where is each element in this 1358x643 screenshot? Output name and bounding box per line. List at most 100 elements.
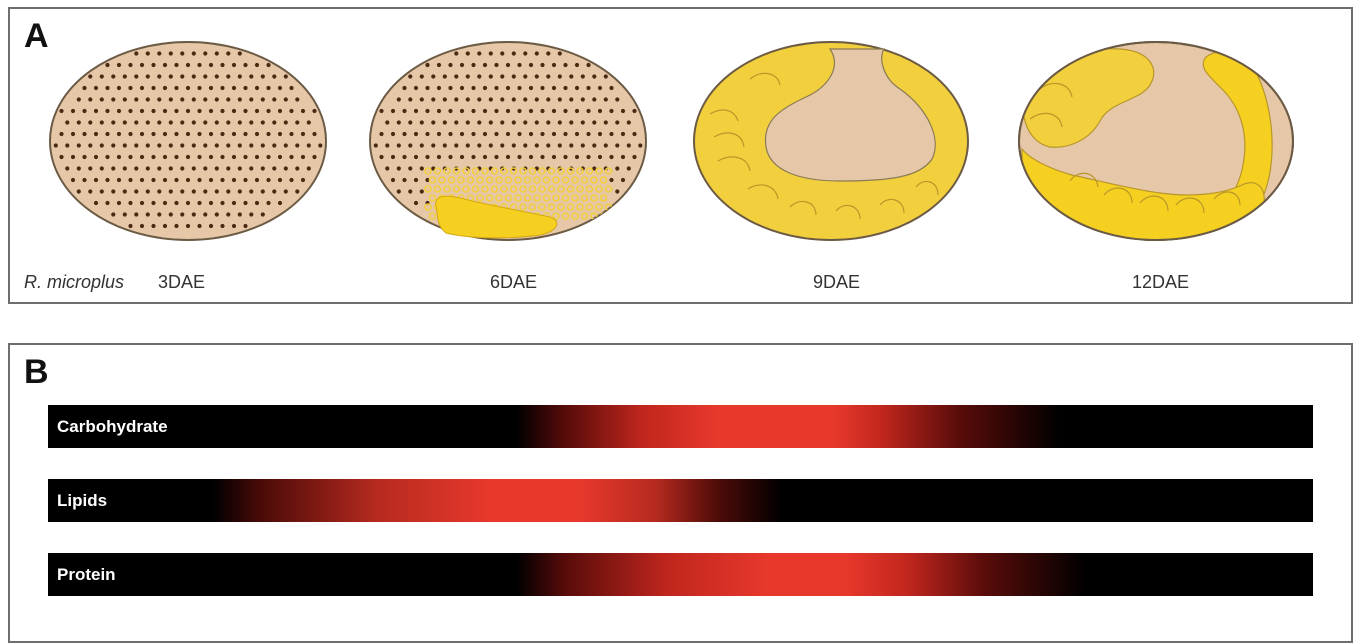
yolk-dot bbox=[88, 189, 92, 193]
yolk-dot bbox=[598, 155, 602, 159]
yolk-dot bbox=[255, 63, 259, 67]
yolk-dot bbox=[209, 178, 213, 182]
yolk-dot bbox=[123, 143, 127, 147]
yolk-dot bbox=[517, 155, 521, 159]
yolk-dot bbox=[266, 86, 270, 90]
yolk-dot bbox=[483, 132, 487, 136]
yolk-dot bbox=[71, 178, 75, 182]
yolk-dot bbox=[192, 74, 196, 78]
yolk-dot bbox=[140, 224, 144, 228]
yolk-dot bbox=[494, 132, 498, 136]
yolk-dot bbox=[140, 86, 144, 90]
yolk-dot bbox=[71, 155, 75, 159]
yolk-dot bbox=[402, 155, 406, 159]
yolk-dot bbox=[402, 178, 406, 182]
yolk-dot bbox=[203, 143, 207, 147]
yolk-dot bbox=[186, 86, 190, 90]
yolk-dot bbox=[209, 63, 213, 67]
yolk-dot bbox=[408, 189, 412, 193]
yolk-dot bbox=[94, 178, 98, 182]
yolk-dot bbox=[529, 63, 533, 67]
yolk-dot bbox=[523, 51, 527, 55]
yolk-dot bbox=[604, 120, 608, 124]
yolk-dot bbox=[192, 143, 196, 147]
yolk-dot bbox=[255, 86, 259, 90]
yolk-dot bbox=[226, 51, 230, 55]
yolk-dot bbox=[632, 132, 636, 136]
yolk-dot bbox=[220, 224, 224, 228]
yolk-dot bbox=[483, 155, 487, 159]
yolk-dot bbox=[402, 86, 406, 90]
yolk-dot bbox=[307, 166, 311, 170]
yolk-dot bbox=[431, 143, 435, 147]
yolk-dot bbox=[408, 143, 412, 147]
yolk-dot bbox=[128, 178, 132, 182]
yolk-dot bbox=[598, 86, 602, 90]
yolk-dot bbox=[454, 74, 458, 78]
yolk-dot bbox=[238, 166, 242, 170]
yolk-dot bbox=[71, 132, 75, 136]
yolk-dot bbox=[289, 155, 293, 159]
yolk-dot bbox=[65, 143, 69, 147]
yolk-dot bbox=[197, 201, 201, 205]
yolk-dot bbox=[157, 212, 161, 216]
yolk-dot bbox=[163, 132, 167, 136]
yolk-dot bbox=[466, 74, 470, 78]
yolk-dot bbox=[151, 132, 155, 136]
yolk-dot bbox=[123, 97, 127, 101]
yolk-dot bbox=[414, 132, 418, 136]
yolk-dot bbox=[203, 51, 207, 55]
yolk-dot bbox=[94, 109, 98, 113]
yolk-dot bbox=[615, 143, 619, 147]
yolk-dot bbox=[494, 86, 498, 90]
yolk-dot bbox=[105, 63, 109, 67]
yolk-dot bbox=[174, 109, 178, 113]
yolk-dot bbox=[192, 166, 196, 170]
yolk-dot bbox=[391, 155, 395, 159]
yolk-dot bbox=[100, 74, 104, 78]
yolk-dot bbox=[266, 178, 270, 182]
yolk-dot bbox=[437, 109, 441, 113]
yolk-dot bbox=[420, 74, 424, 78]
yolk-dot bbox=[215, 97, 219, 101]
yolk-dot bbox=[140, 155, 144, 159]
yolk-dot bbox=[180, 120, 184, 124]
yolk-dot bbox=[123, 166, 127, 170]
yolk-dot bbox=[197, 86, 201, 90]
yolk-dot bbox=[575, 132, 579, 136]
yolk-dot bbox=[238, 143, 242, 147]
yolk-dot bbox=[82, 155, 86, 159]
yolk-dot bbox=[500, 120, 504, 124]
yolk-dot bbox=[203, 120, 207, 124]
yolk-dot bbox=[558, 51, 562, 55]
yolk-dot bbox=[575, 109, 579, 113]
yolk-dot bbox=[529, 86, 533, 90]
yolk-dot bbox=[128, 132, 132, 136]
yolk-dot bbox=[266, 155, 270, 159]
yolk-dot bbox=[500, 51, 504, 55]
stage-label-9dae: 9DAE bbox=[813, 272, 860, 293]
yolk-dot bbox=[140, 178, 144, 182]
yolk-dot bbox=[111, 143, 115, 147]
yolk-dot bbox=[255, 132, 259, 136]
yolk-dot bbox=[289, 132, 293, 136]
yolk-dot bbox=[437, 132, 441, 136]
yolk-dot bbox=[552, 109, 556, 113]
yolk-dot bbox=[284, 97, 288, 101]
yolk-dot bbox=[489, 120, 493, 124]
yolk-dot bbox=[615, 166, 619, 170]
panel-a: A bbox=[8, 7, 1353, 304]
yolk-dot bbox=[255, 201, 259, 205]
yolk-dot bbox=[460, 63, 464, 67]
yolk-dot bbox=[169, 166, 173, 170]
stage-label-3dae: 3DAE bbox=[158, 272, 205, 293]
yolk-dot bbox=[169, 51, 173, 55]
yolk-dot bbox=[226, 166, 230, 170]
yolk-dot bbox=[140, 63, 144, 67]
yolk-dot bbox=[581, 74, 585, 78]
yolk-dot bbox=[203, 212, 207, 216]
yolk-dot bbox=[540, 63, 544, 67]
yolk-dot bbox=[163, 155, 167, 159]
yolk-dot bbox=[232, 63, 236, 67]
yolk-dot bbox=[209, 132, 213, 136]
